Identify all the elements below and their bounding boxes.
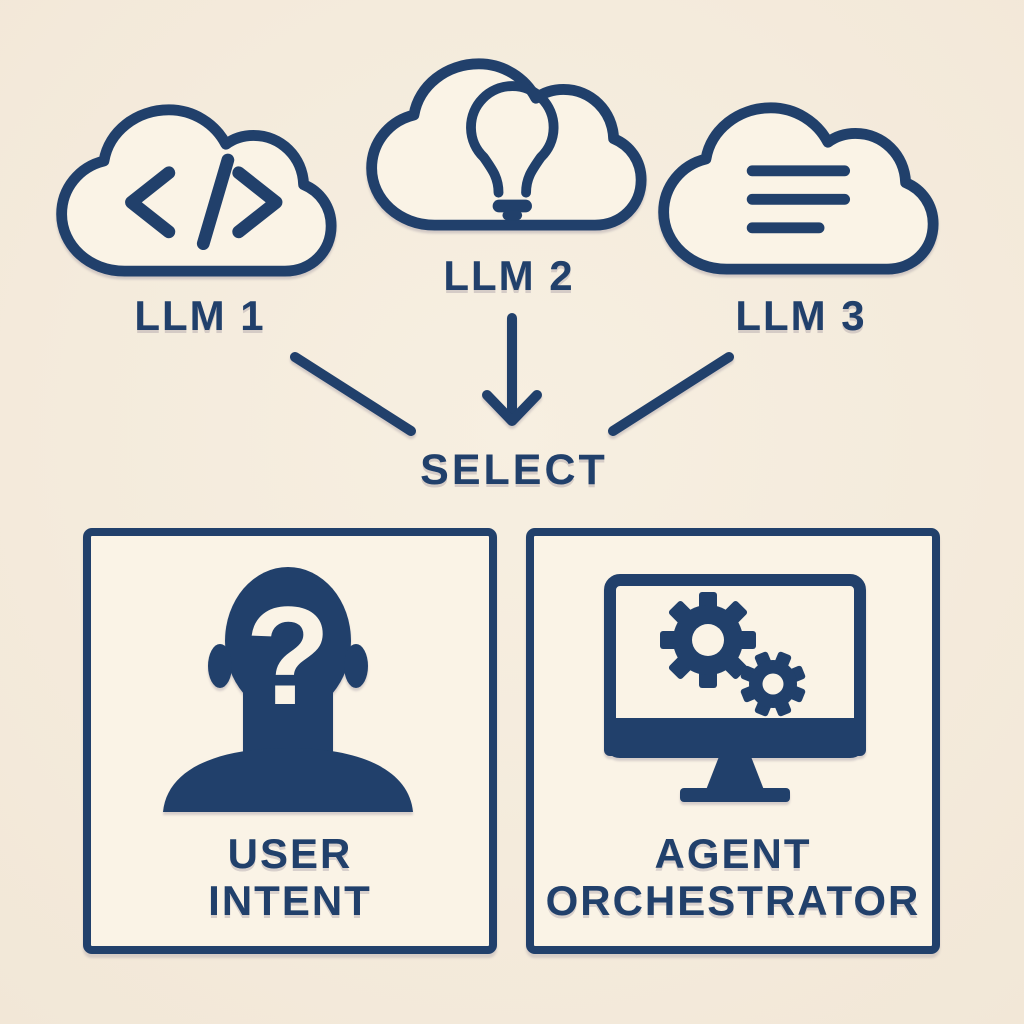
label-line-1: USER xyxy=(227,830,353,877)
llm2-label: LLM 2 xyxy=(443,252,575,299)
head xyxy=(225,567,351,715)
shoulders xyxy=(163,748,413,812)
small-gear xyxy=(740,651,806,717)
label-line-1: AGENT xyxy=(654,830,812,877)
gears-icon xyxy=(660,592,806,717)
user-intent-label: USER INTENT xyxy=(91,830,489,924)
label-line-2: ORCHESTRATOR xyxy=(545,877,921,925)
llm2-cloud xyxy=(366,58,647,231)
left-ear xyxy=(208,644,232,688)
label-line-2: INTENT xyxy=(208,877,372,925)
neck xyxy=(243,688,333,754)
llm3-to-select-line xyxy=(608,352,734,436)
user-silhouette-question-icon: ? xyxy=(163,567,413,812)
llm1-label: LLM 1 xyxy=(134,292,266,339)
code-icon xyxy=(125,153,283,250)
text-lines-icon xyxy=(746,165,851,234)
monitor-gears-icon xyxy=(604,574,866,802)
question-mark-glyph: ? xyxy=(245,577,331,734)
select-arrow-down xyxy=(482,313,542,426)
cloud-outline xyxy=(658,102,939,275)
right-ear xyxy=(344,644,368,688)
llm3-cloud xyxy=(658,102,939,275)
lightbulb-icon xyxy=(466,81,559,221)
monitor-base xyxy=(680,788,790,802)
agent-orchestrator-box: AGENT ORCHESTRATOR xyxy=(526,528,940,954)
user-intent-box: ? USER INTENT xyxy=(83,528,497,954)
select-label: SELECT xyxy=(420,446,608,494)
large-gear xyxy=(660,592,756,688)
llm1-cloud xyxy=(56,104,337,277)
monitor-stand xyxy=(706,754,764,790)
llm1-to-select-line xyxy=(290,352,416,436)
agent-orchestrator-label: AGENT ORCHESTRATOR xyxy=(534,830,932,924)
llm3-label: LLM 3 xyxy=(735,292,867,339)
cloud-outline xyxy=(56,104,337,277)
monitor-chin xyxy=(604,718,866,756)
